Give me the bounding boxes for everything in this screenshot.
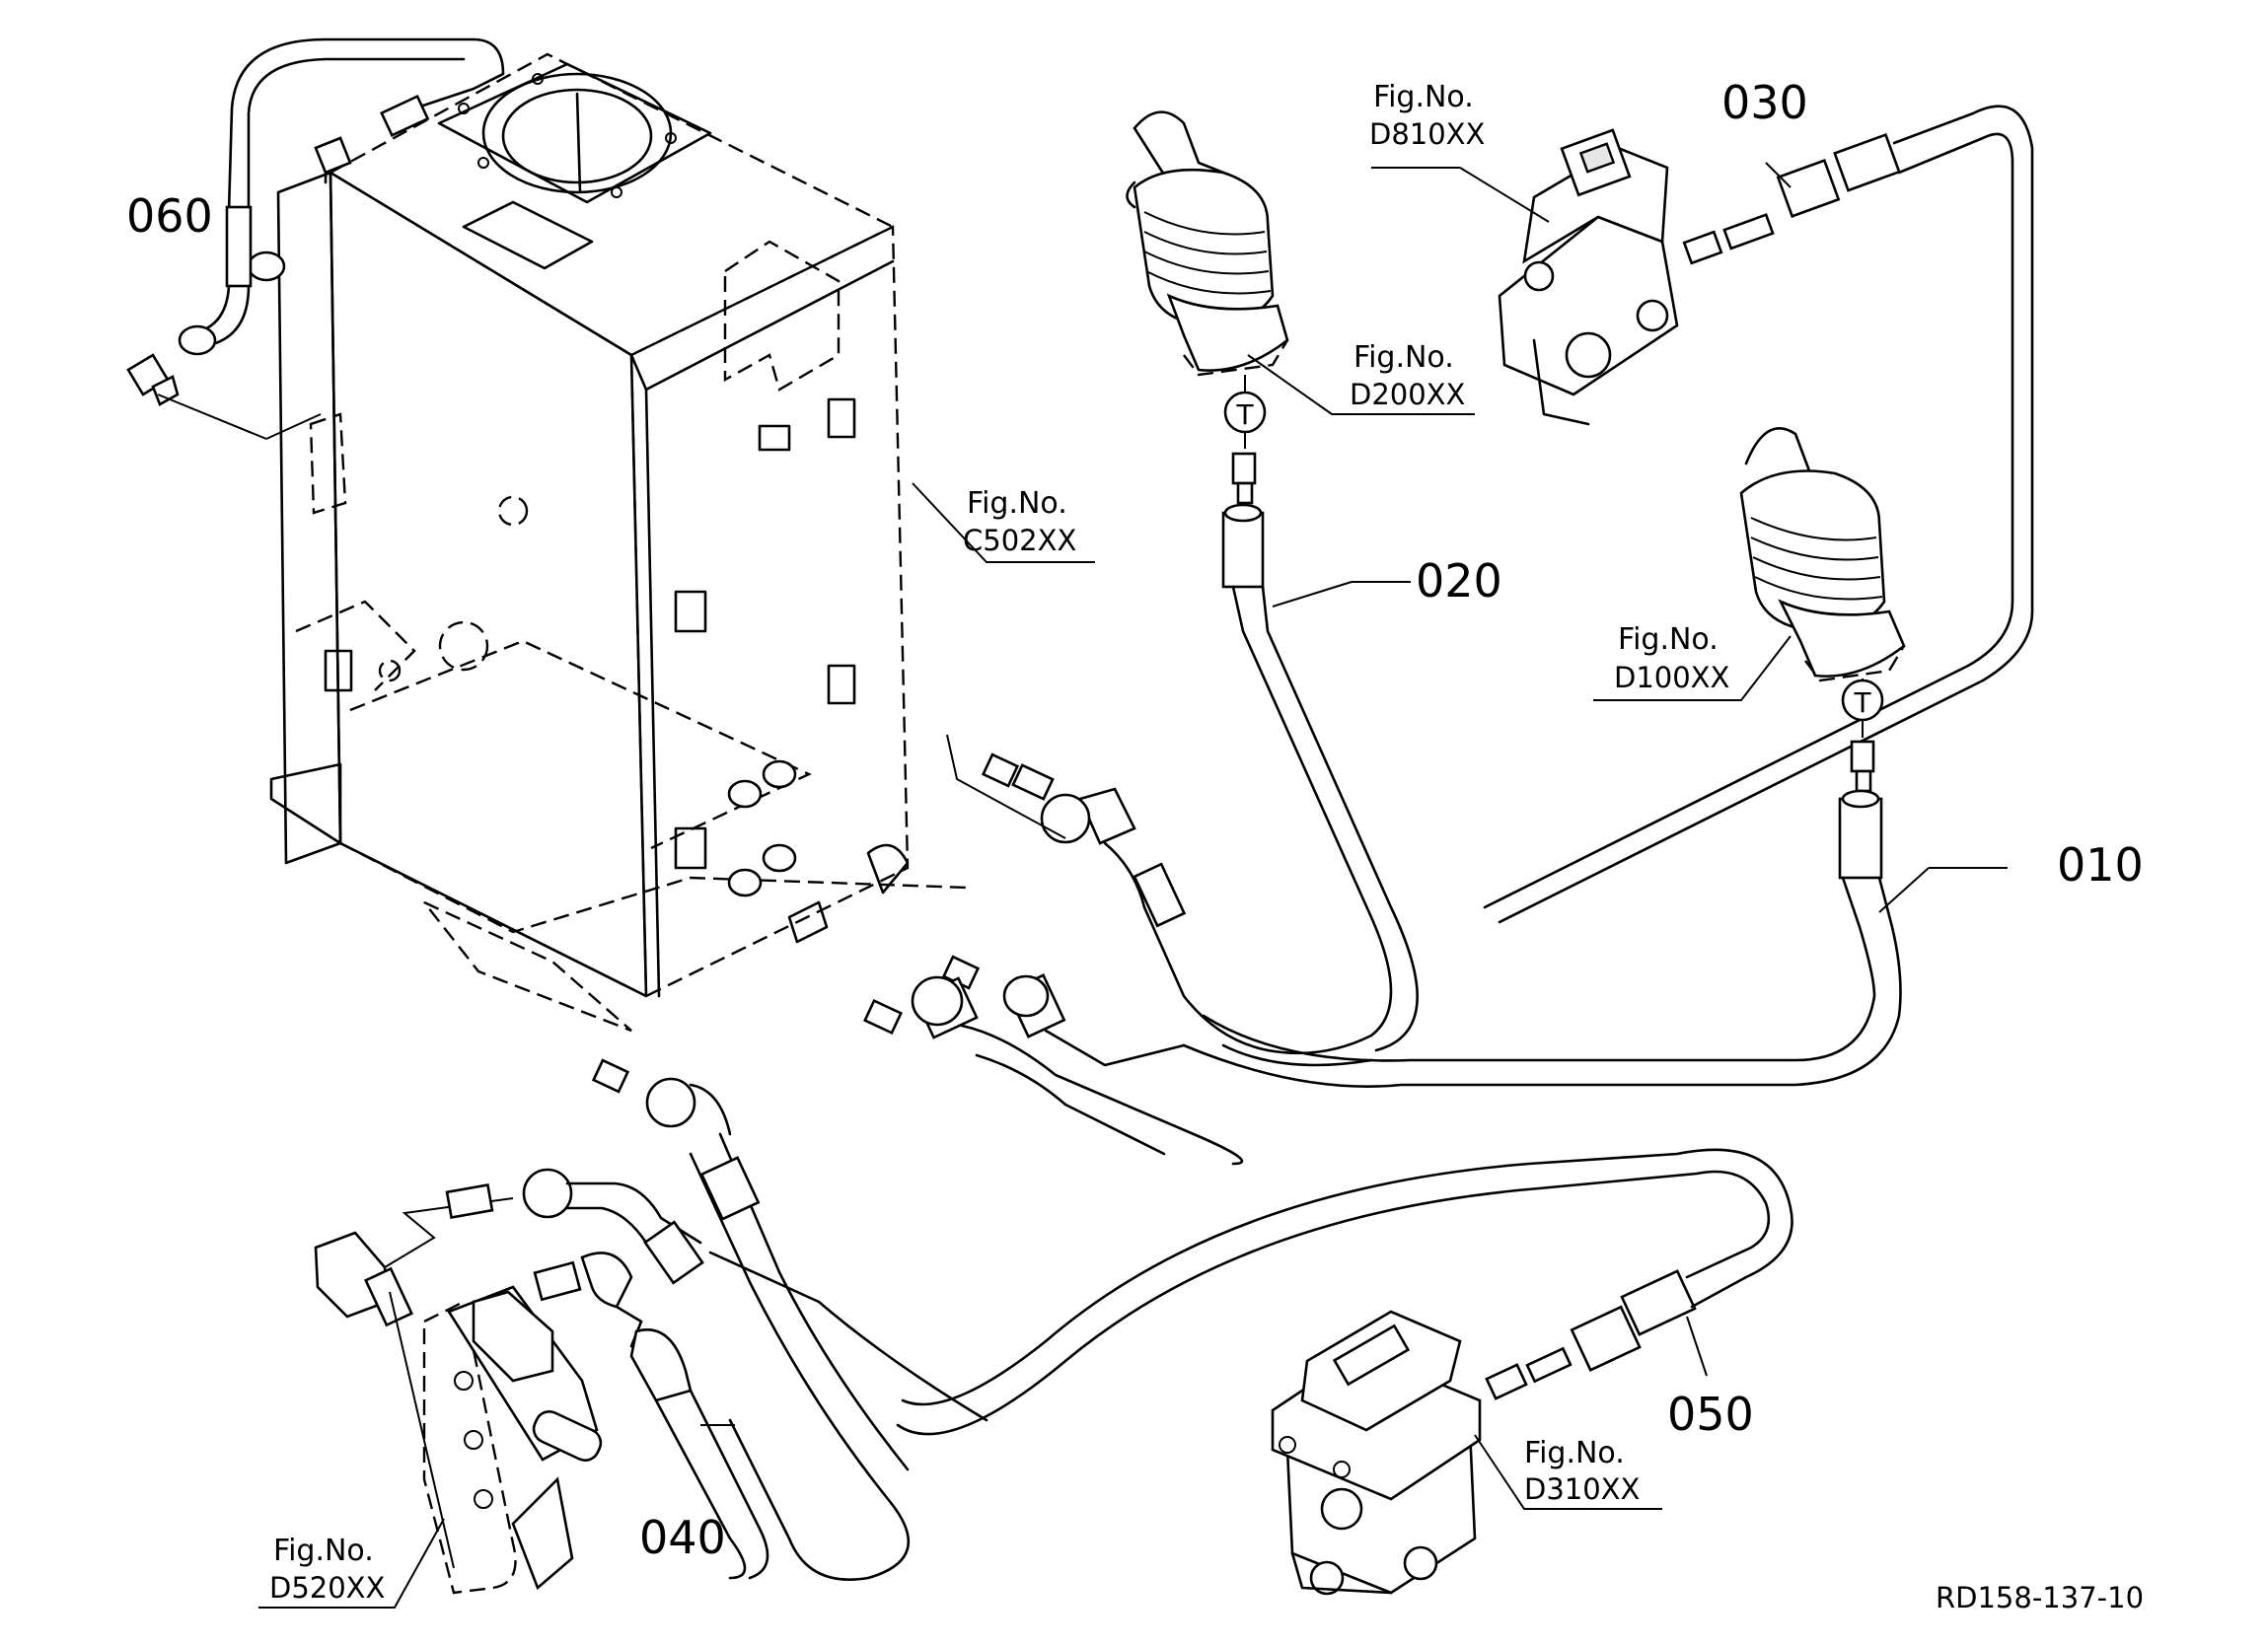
fig-ref-c502-code: C502XX bbox=[963, 524, 1076, 557]
valve-d810 bbox=[1371, 128, 1775, 426]
torque-mark-t1: T bbox=[1235, 398, 1254, 431]
part-label-060: 060 bbox=[126, 189, 213, 243]
hose-060 bbox=[126, 37, 505, 440]
valve-d310 bbox=[1271, 1310, 1662, 1596]
pilot-valve-d200: T bbox=[1126, 110, 1475, 589]
fig-ref-d100-label: Fig.No. bbox=[1618, 622, 1719, 657]
fig-ref-d200-label: Fig.No. bbox=[1353, 340, 1454, 375]
fig-ref-d310-label: Fig.No. bbox=[1524, 1436, 1625, 1470]
pilot-valve-d100: T bbox=[1593, 427, 1906, 880]
hose-010 bbox=[941, 867, 2008, 1088]
torque-mark-t2: T bbox=[1853, 686, 1871, 719]
pedal-valve-d520 bbox=[258, 1197, 603, 1609]
filler-neck bbox=[437, 62, 712, 270]
part-label-020: 020 bbox=[1416, 554, 1502, 608]
part-label-040: 040 bbox=[639, 1511, 726, 1564]
part-label-030: 030 bbox=[1721, 76, 1808, 129]
part-number-labels: 060 030 020 010 050 040 bbox=[126, 76, 2144, 1564]
hose-020 bbox=[946, 581, 1419, 1067]
fig-ref-d520-label: Fig.No. bbox=[273, 1534, 374, 1568]
hydraulic-tank-frame bbox=[247, 52, 1095, 1033]
hose-030 bbox=[1483, 105, 2034, 924]
tank-port-fittings bbox=[727, 759, 910, 944]
fig-ref-d100-code: D100XX bbox=[1614, 661, 1729, 694]
figure-reference-labels: Fig.No. D810XX Fig.No. D200XX Fig.No. C5… bbox=[269, 80, 1729, 1605]
hose-040 bbox=[445, 1058, 988, 1581]
hose-050 bbox=[863, 975, 1793, 1436]
drawing-number: RD158-137-10 bbox=[1936, 1581, 2144, 1614]
fig-ref-d520-code: D520XX bbox=[269, 1571, 385, 1605]
fig-ref-d810-code: D810XX bbox=[1369, 117, 1485, 151]
fig-ref-d200-code: D200XX bbox=[1350, 378, 1465, 411]
fig-ref-d310-code: D310XX bbox=[1524, 1472, 1640, 1506]
part-label-050: 050 bbox=[1667, 1388, 1754, 1441]
fig-ref-d810-label: Fig.No. bbox=[1373, 80, 1474, 114]
fig-ref-c502-label: Fig.No. bbox=[967, 486, 1067, 521]
part-label-010: 010 bbox=[2057, 838, 2144, 892]
